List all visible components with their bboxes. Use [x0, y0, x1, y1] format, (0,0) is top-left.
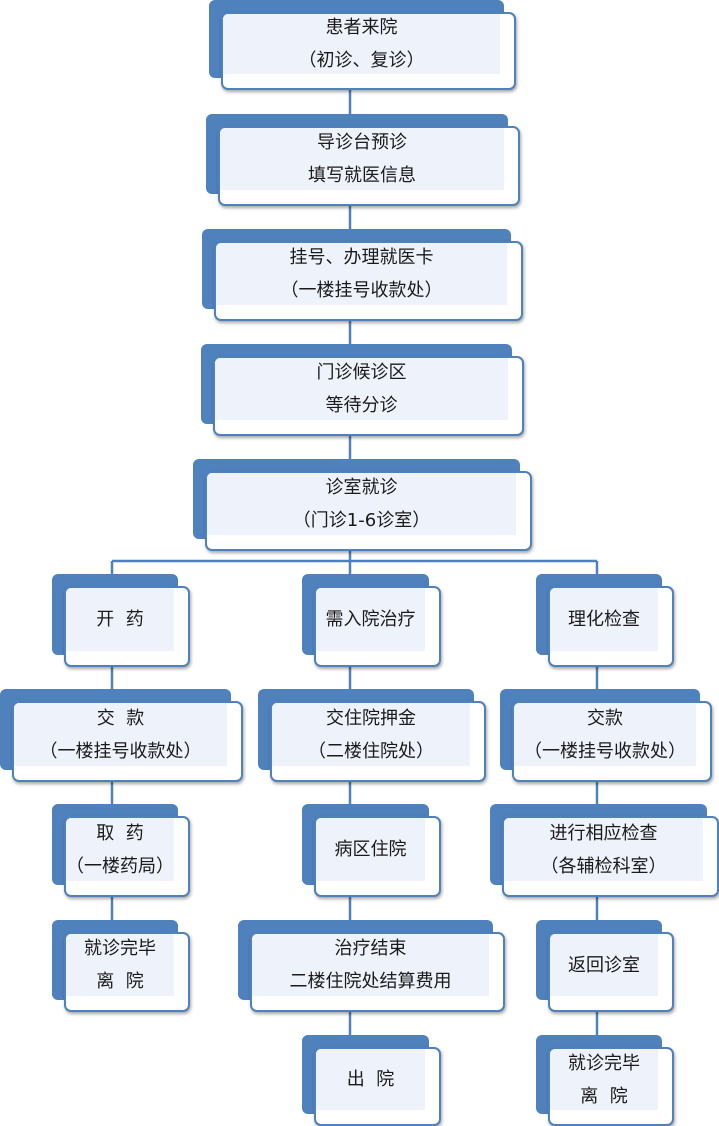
node-registration: 挂号、办理就医卡 （一楼挂号收款处）	[202, 229, 523, 321]
node-subtitle: （二楼住院处）	[308, 740, 434, 762]
node-title: 进行相应检查	[549, 822, 658, 844]
node-subtitle: （一楼挂号收款处）	[524, 740, 686, 762]
node-face: 取 药 （一楼药局）	[64, 816, 190, 897]
node-face: 交 款 （一楼挂号收款处）	[12, 701, 243, 782]
node-face: 交住院押金 （二楼住院处）	[270, 701, 486, 782]
node-subtitle: 二楼住院处结算费用	[289, 971, 452, 992]
node-consultation: 诊室就诊 （门诊1-6诊室）	[193, 459, 532, 551]
node-title: 需入院治疗	[325, 609, 416, 630]
node-face: 交款 （一楼挂号收款处）	[512, 701, 712, 782]
node-face: 患者来院 （初诊、复诊）	[221, 12, 516, 90]
node-face: 出 院	[314, 1047, 441, 1126]
node-subtitle: （门诊1-6诊室）	[292, 510, 431, 531]
node-prescribe: 开 药	[52, 574, 190, 667]
node-subtitle: （一楼药局）	[66, 855, 174, 877]
node-face: 需入院治疗	[314, 586, 441, 667]
node-face: 诊室就诊 （门诊1-6诊室）	[205, 471, 532, 551]
node-face: 返回诊室	[548, 932, 674, 1012]
node-pay-left: 交 款 （一楼挂号收款处）	[0, 689, 243, 782]
node-title: 就诊完毕	[84, 938, 156, 959]
node-title: 交 款	[96, 707, 145, 729]
node-subtitle: （一楼挂号收款处）	[39, 740, 202, 762]
node-deposit: 交住院押金 （二楼住院处）	[258, 689, 486, 782]
node-subtitle: （初诊、复诊）	[298, 50, 425, 71]
node-face: 导诊台预诊 填写就医信息	[218, 126, 520, 206]
node-pick-medicine: 取 药 （一楼药局）	[52, 804, 190, 897]
node-ward-stay: 病区住院	[302, 804, 441, 897]
node-leave-right: 就诊完毕 离 院	[536, 1035, 674, 1126]
node-title: 病区住院	[334, 839, 407, 860]
node-subtitle: 离 院	[96, 971, 144, 992]
node-face: 门诊候诊区 等待分诊	[213, 356, 524, 436]
node-title: 交住院押金	[326, 707, 416, 729]
node-face: 就诊完毕 离 院	[64, 932, 190, 1012]
node-face: 开 药	[64, 586, 190, 667]
node-discharge: 出 院	[302, 1035, 441, 1126]
node-pay-right: 交款 （一楼挂号收款处）	[500, 689, 712, 782]
node-return-room: 返回诊室	[536, 920, 674, 1012]
node-do-exam: 进行相应检查 （各辅检科室）	[490, 804, 719, 897]
node-title: 诊室就诊	[325, 477, 398, 498]
node-subtitle: （一楼挂号收款处）	[280, 280, 443, 301]
node-face: 病区住院	[314, 816, 441, 897]
node-title: 挂号、办理就医卡	[289, 247, 434, 268]
node-face: 治疗结束 二楼住院处结算费用	[250, 932, 505, 1012]
node-title: 治疗结束	[334, 938, 407, 959]
node-face: 挂号、办理就医卡 （一楼挂号收款处）	[214, 241, 523, 321]
node-title: 开 药	[96, 609, 144, 630]
node-title: 理化检查	[568, 609, 640, 630]
node-leave-left: 就诊完毕 离 院	[52, 920, 190, 1012]
node-face: 进行相应检查 （各辅检科室）	[502, 816, 719, 897]
node-title: 门诊候诊区	[316, 362, 407, 383]
node-lab-exam: 理化检查	[536, 574, 674, 667]
node-face: 就诊完毕 离 院	[548, 1047, 674, 1126]
node-title: 交款	[587, 707, 623, 729]
node-triage-desk: 导诊台预诊 填写就医信息	[206, 114, 520, 206]
node-subtitle: 离 院	[580, 1085, 628, 1107]
node-title: 患者来院	[325, 17, 398, 38]
node-hospitalize: 需入院治疗	[302, 574, 441, 667]
node-subtitle: （各辅检科室）	[540, 855, 667, 877]
node-title: 取 药	[96, 822, 144, 844]
node-title: 导诊台预诊	[317, 132, 407, 153]
node-subtitle: 填写就医信息	[308, 165, 416, 186]
node-patient-arrival: 患者来院 （初诊、复诊）	[209, 0, 516, 90]
node-treatment-end: 治疗结束 二楼住院处结算费用	[238, 920, 505, 1012]
node-waiting-area: 门诊候诊区 等待分诊	[201, 344, 524, 436]
node-title: 就诊完毕	[568, 1052, 640, 1074]
node-subtitle: 等待分诊	[325, 395, 398, 416]
node-title: 返回诊室	[568, 954, 640, 976]
node-face: 理化检查	[548, 586, 674, 667]
node-title: 出 院	[346, 1069, 395, 1090]
